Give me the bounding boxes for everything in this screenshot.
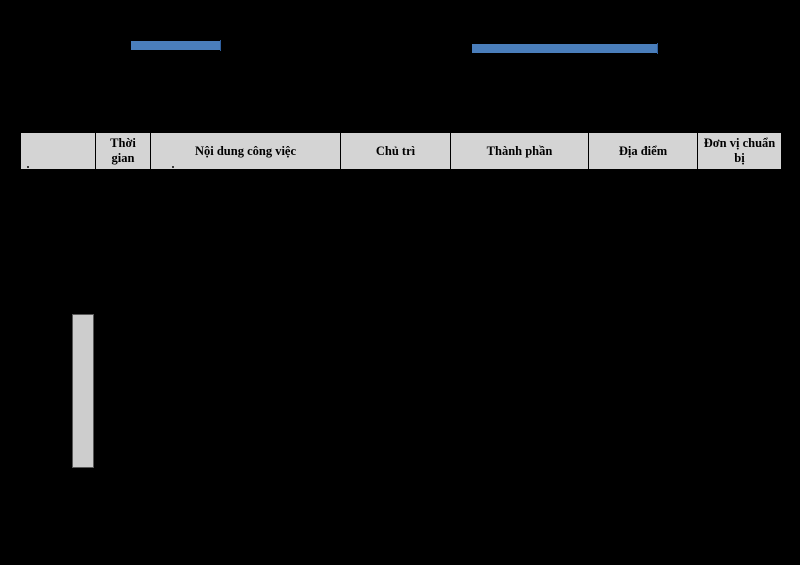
column-header-thanh-phan[interactable]: Thành phần xyxy=(450,132,589,170)
column-header-thoi-gian[interactable]: Thời gian xyxy=(95,132,151,170)
page-artifact xyxy=(172,166,174,168)
page-artifact xyxy=(27,166,29,168)
text-highlight-left[interactable] xyxy=(131,41,220,50)
column-header-don-vi-chuan-bi[interactable]: Đơn vị chuẩn bị xyxy=(697,132,782,170)
column-header-dia-diem[interactable]: Địa điểm xyxy=(588,132,698,170)
schedule-table[interactable]: Thời gian Nội dung công việc Chủ trì Thà… xyxy=(20,132,782,170)
column-header-noi-dung-cong-viec[interactable]: Nội dung công việc xyxy=(150,132,341,170)
column-header-index[interactable] xyxy=(20,132,96,170)
table-header-row: Thời gian Nội dung công việc Chủ trì Thà… xyxy=(20,132,782,170)
vertical-bar-shape[interactable] xyxy=(72,314,94,468)
column-header-chu-tri[interactable]: Chủ trì xyxy=(340,132,451,170)
text-cursor-left xyxy=(220,40,221,51)
text-highlight-right[interactable] xyxy=(472,44,657,53)
text-cursor-right xyxy=(657,43,658,54)
